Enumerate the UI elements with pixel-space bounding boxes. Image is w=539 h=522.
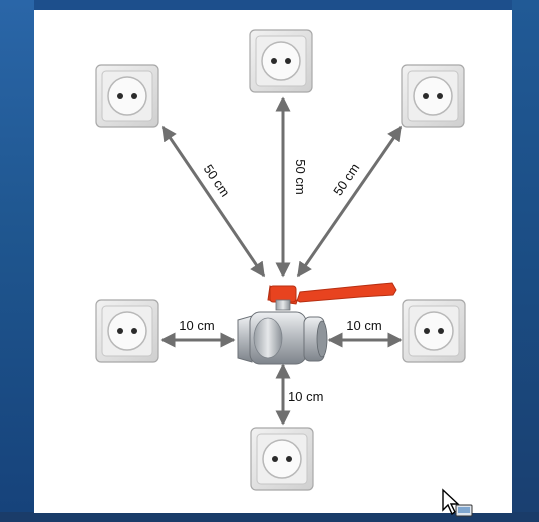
ball-valve-icon (237, 282, 397, 365)
label-top-right: 50 cm (330, 161, 362, 199)
label-right: 10 cm (346, 318, 381, 333)
label-top: 50 cm (293, 159, 308, 194)
power-outlet-icon (414, 311, 454, 351)
power-outlet-icon (413, 76, 453, 116)
desktop-background-bottom (0, 512, 539, 522)
power-outlet-icon (262, 439, 302, 479)
power-outlet-icon (261, 41, 301, 81)
label-left: 10 cm (179, 318, 214, 333)
power-outlet-icon (107, 311, 147, 351)
mouse-cursor-icon (442, 488, 473, 517)
outlet-bottom (250, 427, 314, 491)
outlet-right (402, 299, 466, 363)
desktop-background-left (0, 0, 34, 522)
outlet-top (249, 29, 313, 93)
outlet-top-left (95, 64, 159, 128)
label-bottom: 10 cm (288, 389, 323, 404)
arrow-top-right (296, 125, 403, 278)
label-top-left: 50 cm (201, 162, 233, 200)
arrow-top-left (161, 125, 266, 278)
power-outlet-icon (107, 76, 147, 116)
outlet-top-right (401, 64, 465, 128)
distance-arrows (160, 96, 403, 426)
desktop-background-right (512, 0, 539, 522)
outlet-left (95, 299, 159, 363)
